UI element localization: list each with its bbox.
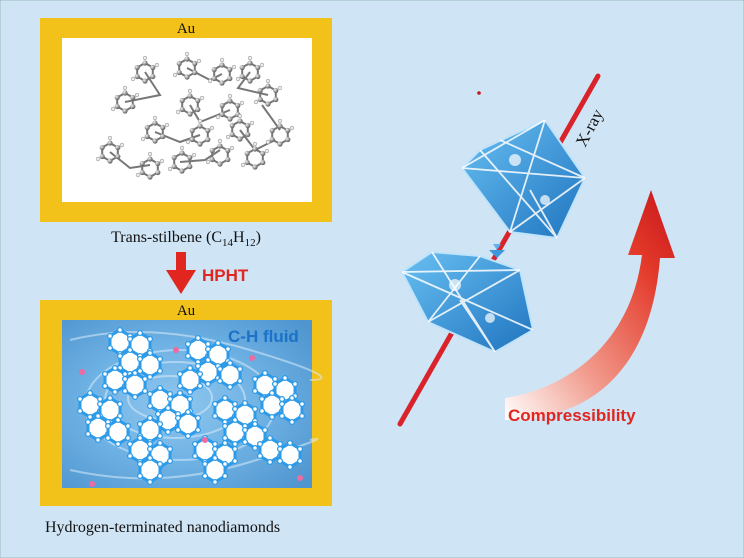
trans-stilbene-label: Trans-stilbene (C14H12) <box>111 229 261 249</box>
nanodiamond-clusters <box>76 326 306 487</box>
stilbene-molecules <box>95 51 295 181</box>
sample-chamber <box>489 244 505 258</box>
compressibility-label: Compressibility <box>508 406 636 425</box>
hpht-label: HPHT <box>202 266 249 285</box>
ch-fluid-label: C-H fluid <box>228 327 299 346</box>
lower-diamond-anvil <box>400 250 535 354</box>
caption: Hydrogen-terminated nanodiamonds <box>45 519 280 536</box>
au-label-bottom: Au <box>177 303 196 319</box>
red-dot <box>477 91 481 95</box>
hpht-arrow <box>166 252 196 294</box>
compressibility-arrow <box>505 190 675 420</box>
upper-diamond-anvil <box>460 118 587 240</box>
au-label-top: Au <box>177 21 196 37</box>
top-au-frame <box>40 18 332 222</box>
